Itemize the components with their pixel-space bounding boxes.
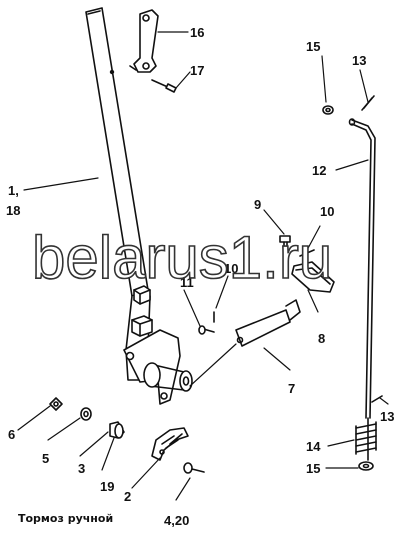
callout-7: 7 xyxy=(288,381,296,396)
bolt-4 xyxy=(183,462,205,474)
callout-2: 2 xyxy=(124,489,132,504)
callout-15-bottom: 15 xyxy=(306,461,321,476)
pin-13-top xyxy=(361,95,375,111)
callout-8: 8 xyxy=(318,331,326,346)
callout-19: 19 xyxy=(100,479,115,494)
rod-12 xyxy=(348,118,376,461)
bushing-3 xyxy=(109,421,125,439)
callout-15-top: 15 xyxy=(306,39,321,54)
pawl-8 xyxy=(291,261,335,293)
sector-2 xyxy=(151,427,189,461)
callout-4-20: 4,20 xyxy=(164,513,190,528)
callout-5: 5 xyxy=(42,451,50,466)
callout-9: 9 xyxy=(254,197,262,212)
pin-10-upper xyxy=(299,249,315,257)
bolt-11 xyxy=(198,325,215,335)
callout-16: 16 xyxy=(190,25,205,40)
washer-15-bottom xyxy=(358,461,374,471)
bolt-17 xyxy=(151,79,177,93)
pin-13-bottom xyxy=(371,395,383,403)
callout-18: 18 xyxy=(6,203,21,218)
brake-lever xyxy=(85,7,193,405)
washer-15-top xyxy=(322,105,334,115)
callout-13-bottom: 13 xyxy=(380,409,395,424)
callout-13-top: 13 xyxy=(352,53,367,68)
lever-blocks xyxy=(131,285,153,337)
bracket-16 xyxy=(129,9,159,73)
callout-10-lower: 10 xyxy=(224,261,239,276)
callout-14: 14 xyxy=(306,439,321,454)
watermark: belarus1.ru xyxy=(31,224,333,291)
washer-5 xyxy=(80,407,92,421)
callout-1: 1, xyxy=(8,183,19,198)
callout-10-upper: 10 xyxy=(320,204,335,219)
callout-11: 11 xyxy=(180,275,194,290)
bolt-9 xyxy=(279,235,291,257)
callout-12: 12 xyxy=(312,163,327,178)
callout-3: 3 xyxy=(78,461,86,476)
diagram-caption: Тормоз ручной xyxy=(18,512,114,525)
callout-17: 17 xyxy=(190,63,205,78)
spring-14 xyxy=(355,421,377,455)
nut-6 xyxy=(49,397,63,411)
rod-7 xyxy=(235,299,301,347)
callout-6: 6 xyxy=(8,427,16,442)
leader-lines xyxy=(17,31,389,501)
